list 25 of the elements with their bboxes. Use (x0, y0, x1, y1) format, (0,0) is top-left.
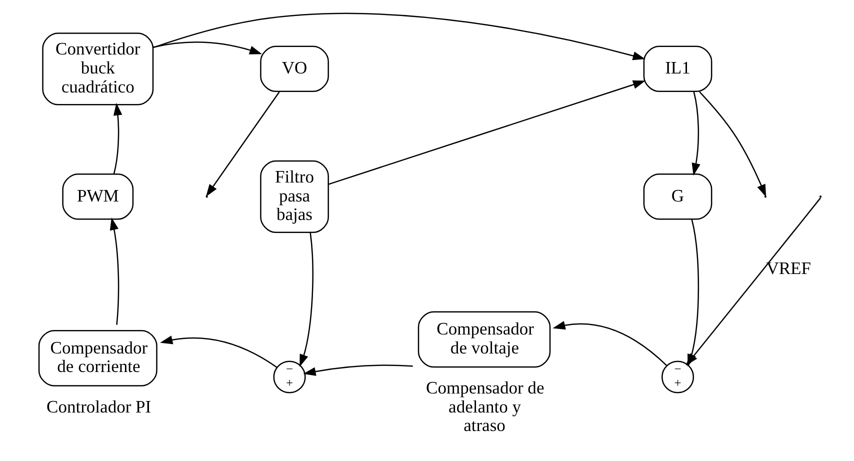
node-box: Compensador de corriente (38, 330, 157, 386)
arrow (112, 102, 122, 174)
arrow (299, 232, 313, 367)
arrow (328, 80, 646, 185)
edge-label: VREF (766, 258, 810, 278)
arrow (691, 92, 700, 176)
node-box: Convertidor buck cuadrático (42, 32, 154, 106)
node-box: Filtro pasa bajas (260, 160, 328, 233)
arrow (552, 321, 667, 366)
arrow (109, 218, 119, 325)
node-circle: − + (272, 360, 306, 394)
node-box: IL1 (642, 46, 712, 92)
arrow (152, 13, 645, 60)
arrow (698, 92, 766, 198)
node-box: G (642, 173, 712, 220)
node-box: PWM (62, 173, 134, 220)
node-box: Compensador de voltaje (417, 311, 550, 368)
arrow (160, 336, 277, 368)
arrow (152, 42, 262, 54)
node-box: VO (260, 46, 328, 92)
node-label: Controlador PI (46, 396, 151, 416)
arrow (205, 92, 280, 197)
node-label: Compensador de adelanto y atraso (426, 378, 544, 436)
arrow (302, 364, 412, 376)
node-circle: − + (660, 360, 694, 394)
